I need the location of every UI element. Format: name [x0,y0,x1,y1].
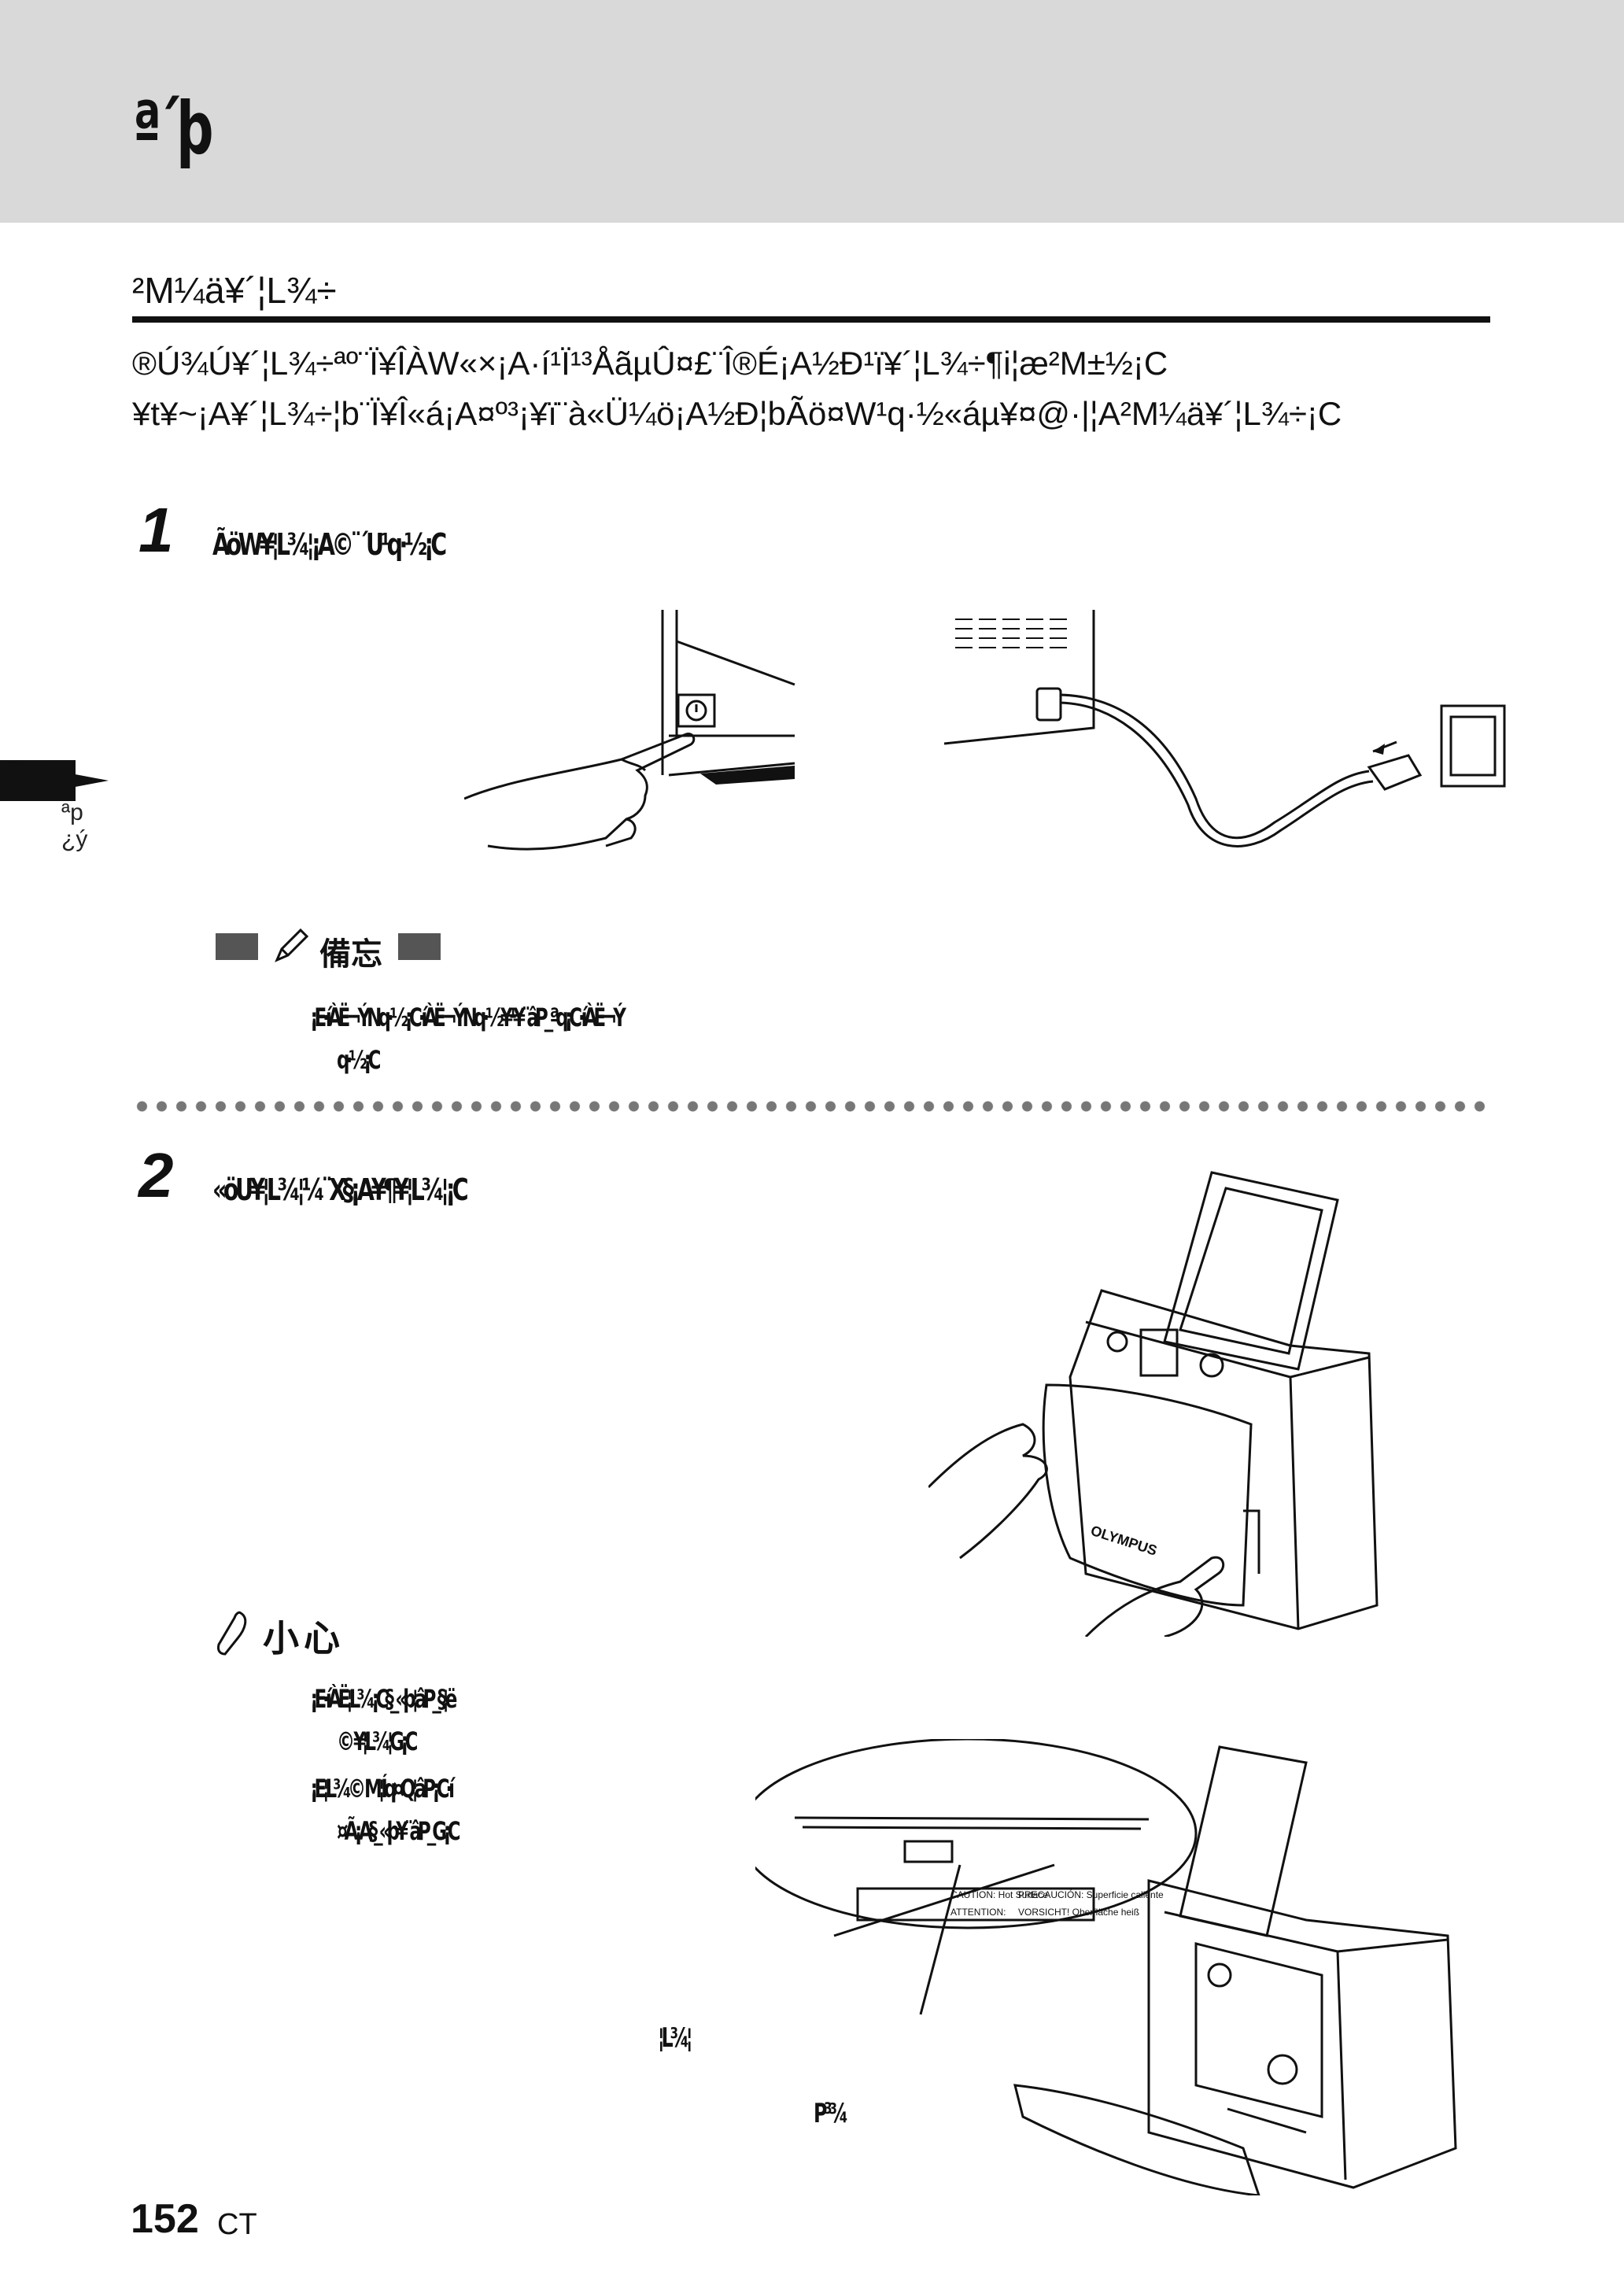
step-2-number: 2 [138,1140,174,1210]
memo-bar-left [216,933,258,960]
caution-line-1: ¡E·íÀË¦L¾¡C§_«þ¦âP_§¦ë [310,1684,457,1714]
pencil-icon [275,928,309,962]
step-1-number: 1 [138,495,174,565]
page-number: 152 [131,2196,199,2242]
power-button-illustration [464,610,795,851]
side-tab-label-2: ¿ý [61,826,88,852]
printer-brand-label: OLYMPUS [1089,1523,1159,1559]
chapter-title: ª´þ [132,87,213,171]
intro-line-1: ®Ú¾Ú¥´¦L¾÷ªº¨Ï¥ÎÀW«×¡A·í¹Ï¹³ÅãµÛ¤£¨Î®É¡A… [132,345,1168,382]
caution-line-4: ¤Ã¡A§_«þ¥¨âP_G¡C [337,1816,460,1846]
caution-icon [217,1611,247,1656]
memo-line-2: q·½¡C [337,1045,381,1075]
page-suffix: CT [217,2208,257,2241]
intro-line-2: ¥t¥~¡A¥´¦L¾÷¦b¨Ï¥Î«á¡A¤º³¡¥ï¨à«Ü¼ö¡A½Ð¦b… [132,395,1342,432]
side-tab-label-1: ªp [61,799,83,825]
printer-interior-illustration: CAUTION: Hot Surface PRECAUCIÓN: Superfi… [755,1739,1457,2195]
section-title: ²M¼ä¥´¦L¾÷ [132,270,337,311]
vorsicht-label: VORSICHT! Oberfläche heiß [1018,1907,1139,1918]
open-cover-illustration: OLYMPUS [928,1171,1379,1637]
precaucion-label: PRECAUCIÓN: Superficie caliente [1018,1889,1164,1900]
memo-title: 備忘 [319,936,382,973]
caution-title: 小心 [263,1617,345,1660]
step-2-text: «öU¥¦L¾¦¼¨X§¡A¥¶¥¦L¾¦¡C [212,1172,469,1207]
callout-print-head-label: ¦L¾¦ [658,2022,693,2054]
caution-line-3: ¡E¦L¾© M¦Íq¤Q¦âP¡C·í [310,1774,455,1804]
side-tab-arrow [0,760,109,801]
step-1-text: ÃöW¥¦L¾¦¡A©¨´U¹q·½¡C [212,527,447,562]
caution-line-2: © ¥¦L¾¦G¡C [337,1726,418,1756]
section-divider [132,316,1490,323]
caution-hot-surface-label: CAUTION: Hot Surface [950,1889,1048,1900]
attention-label: ATTENTION: [950,1907,1006,1918]
dotted-separator [132,1100,1493,1113]
unplug-cord-illustration [944,610,1506,847]
callout-sensor-label: P³¾ [814,2098,848,2129]
chapter-header-band [0,0,1624,223]
memo-bar-right [398,933,441,960]
memo-line-1: ¡E·íÀË¬ÝNq·½¡C·íÀË¬ÝNq·½¥¹¥¨âP_ªq¡C·íÀË¬… [310,1002,626,1032]
